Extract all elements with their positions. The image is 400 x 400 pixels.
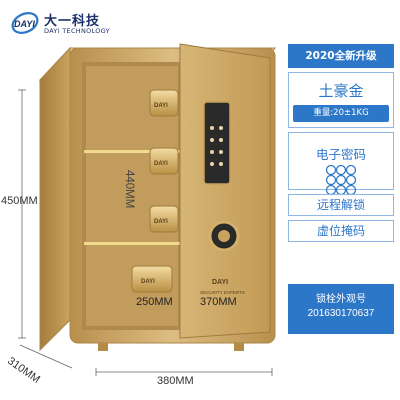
dimension-height: 450MM: [1, 195, 38, 207]
svg-text:DAYI: DAYI: [141, 279, 155, 285]
dimension-inner-height: 440MM: [123, 170, 135, 209]
dimension-width: 380MM: [157, 375, 194, 387]
upgrade-ribbon: 2020全新升级: [288, 44, 394, 68]
shelf-top: [84, 150, 180, 153]
model-label: 锁栓外观号: [316, 294, 366, 305]
brand-name-en: DAYI TECHNOLOGY: [44, 27, 110, 35]
color-box: 土豪金 重量:20±1KG: [288, 72, 394, 128]
shelf-bottom: [84, 242, 180, 245]
svg-text:DAYI: DAYI: [154, 103, 168, 109]
svg-text:DAYI: DAYI: [154, 219, 168, 225]
spec-panel: 2020全新升级 土豪金 重量:20±1KG 电子密码 远程解锁 虚位掩码 锁栓…: [288, 44, 394, 338]
model-box: 锁栓外观号 201630170637: [288, 284, 394, 334]
safe-foot-right: [234, 343, 244, 351]
dimension-inner-width: 250MM: [136, 296, 173, 308]
door-slogan-text: SECURITY EXPERTS: [200, 290, 245, 295]
safe-foot-left: [98, 343, 108, 351]
brand-logo: DAYI 大一科技 DAYI TECHNOLOGY: [10, 6, 130, 40]
weight-badge: 重量:20±1KG: [293, 105, 389, 122]
safe-illustration: DAYI SECURITY EXPERTS DAYI DAYI DAYI DAY…: [18, 43, 277, 376]
brand-name-cn: 大一科技: [44, 14, 101, 29]
model-number: 201630170637: [307, 308, 375, 319]
dimension-lines: [18, 89, 273, 376]
svg-text:DAYI: DAYI: [14, 19, 35, 29]
door-keypad: [203, 101, 231, 185]
dimension-inner-depth: 370MM: [200, 296, 237, 308]
lock-type: 电子密码: [315, 147, 366, 162]
feature-virtual-code: 虚位掩码: [288, 220, 394, 242]
feature-remote-unlock: 远程解锁: [288, 194, 394, 216]
safe-door: [179, 43, 271, 339]
lock-box: 电子密码: [288, 132, 394, 190]
svg-text:DAYI: DAYI: [154, 161, 168, 167]
keypad-icon: [325, 164, 357, 196]
lock-bolts: DAYI DAYI DAYI DAYI: [131, 89, 179, 293]
dayi-logo-icon: DAYI: [11, 12, 39, 34]
door-brand-text: DAYI: [212, 279, 228, 286]
color-name: 土豪金: [318, 82, 364, 100]
safe-side: [39, 46, 71, 352]
